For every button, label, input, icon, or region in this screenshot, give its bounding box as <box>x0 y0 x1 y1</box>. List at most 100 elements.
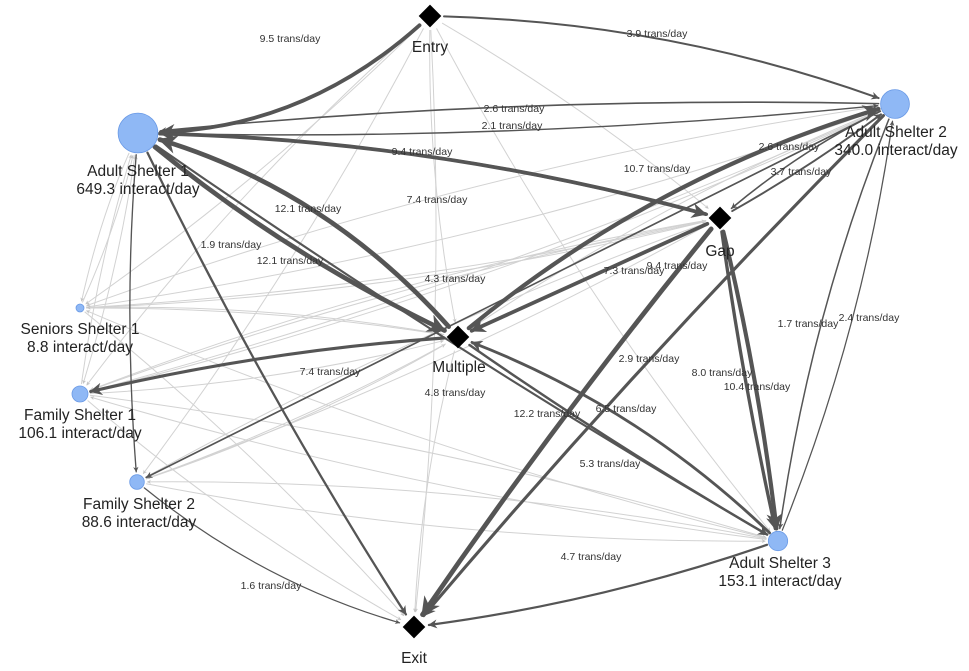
faint-transition-edge <box>436 28 771 532</box>
transition-edge <box>160 101 880 134</box>
multiple-name-label: Multiple <box>432 359 485 376</box>
transition-edge <box>420 226 714 617</box>
edge-rate-label: 4.7 trans/day <box>561 551 622 563</box>
transition-edge <box>469 221 710 333</box>
faint-transition-edge <box>90 396 767 540</box>
exit-diamond-node <box>402 615 426 639</box>
faint-transition-edge <box>429 29 457 323</box>
family2-name-label: Family Shelter 2 <box>83 496 195 513</box>
edge-rate-label: 1.7 trans/day <box>778 318 839 330</box>
transition-edge <box>731 113 882 213</box>
transition-edge <box>468 343 769 536</box>
faint-transition-edge <box>89 110 880 393</box>
family1-name-label: Family Shelter 1 <box>24 407 136 424</box>
edge-rate-label: 12.1 trans/day <box>257 255 324 267</box>
transition-edge <box>145 110 882 479</box>
transition-edge <box>146 151 408 616</box>
edge-rate-label: 12.2 trans/day <box>514 408 581 420</box>
faint-transition-edge <box>80 154 133 385</box>
edge-rate-label: 10.7 trans/day <box>624 163 691 175</box>
faint-transition-edge <box>85 307 444 337</box>
faint-transition-edge <box>146 479 767 540</box>
exit-name-label: Exit <box>401 650 428 667</box>
transition-edge <box>720 230 780 531</box>
faint-transition-edge <box>146 483 766 544</box>
adult2-shelter-node <box>880 89 910 119</box>
faint-transition-edge <box>412 350 455 613</box>
adult2-rate-label: 340.0 interact/day <box>834 142 957 159</box>
transition-edge <box>129 154 139 473</box>
faint-transition-edge <box>86 310 767 539</box>
edge-rate-label: 2.1 trans/day <box>482 120 543 132</box>
faint-transition-edge <box>86 105 879 307</box>
edge-rate-label: 1.9 trans/day <box>201 239 262 251</box>
edge-rate-label: 1.6 trans/day <box>241 580 302 592</box>
transition-edge <box>89 336 446 396</box>
adult3-rate-label: 153.1 interact/day <box>718 573 841 590</box>
edge-rate-label: 9.4 trans/day <box>647 260 708 272</box>
faint-transition-edge <box>89 219 707 391</box>
faint-transition-edge <box>89 339 444 394</box>
gap-diamond-node <box>708 206 732 230</box>
faint-transition-edge <box>441 22 709 209</box>
transition-edge <box>721 229 783 531</box>
edge-rate-label: 4.3 trans/day <box>425 273 486 285</box>
adult1-name-label: Adult Shelter 1 <box>87 163 189 180</box>
faint-transition-edge <box>85 25 421 305</box>
edge-rate-label: 7.3 trans/day <box>604 265 665 277</box>
transition-edge <box>427 543 769 629</box>
edges-layer <box>89 15 895 629</box>
family1-shelter-node <box>71 385 89 403</box>
transition-edge <box>158 23 422 140</box>
multiple-diamond-node <box>446 325 470 349</box>
faint-transition-edge <box>86 24 420 386</box>
faint-transition-edge <box>81 154 135 303</box>
family1-rate-label: 106.1 interact/day <box>18 425 141 442</box>
edge-rate-label: 2.9 trans/day <box>619 353 680 365</box>
edge-rate-label: 4.8 trans/day <box>425 387 486 399</box>
transition-edge <box>152 144 447 333</box>
transition-edge <box>777 118 890 530</box>
edge-rate-label: 6.5 trans/day <box>596 403 657 415</box>
transition-edge <box>470 340 772 535</box>
faint-transition-edge <box>86 305 445 335</box>
transition-edge <box>143 487 401 624</box>
transition-edge <box>781 120 895 531</box>
edge-rate-label: 5.3 trans/day <box>580 458 641 470</box>
faint-transition-edge <box>146 224 708 480</box>
transition-edge <box>422 114 885 618</box>
faint-transition-edge <box>89 219 706 392</box>
transition-edge <box>466 105 881 331</box>
transition-edge <box>157 135 452 329</box>
seniors1-name-label: Seniors Shelter 1 <box>21 321 140 338</box>
adult1-rate-label: 649.3 interact/day <box>76 181 199 198</box>
edge-rate-label: 9.4 trans/day <box>392 146 453 158</box>
edge-rate-label: 7.4 trans/day <box>407 194 468 206</box>
nodes-layer <box>71 4 910 639</box>
edge-rate-label: 9.5 trans/day <box>260 33 321 45</box>
seniors1-rate-label: 8.8 interact/day <box>27 339 133 356</box>
adult3-shelter-node <box>767 530 789 552</box>
seniors1-shelter-node <box>75 303 85 313</box>
entry-diamond-node <box>418 4 442 28</box>
adult3-name-label: Adult Shelter 3 <box>729 555 831 572</box>
transition-edge <box>159 127 709 216</box>
entry-name-label: Entry <box>412 39 448 56</box>
faint-transition-edge <box>89 394 767 539</box>
family2-shelter-node <box>129 474 145 490</box>
edge-rate-label: 12.1 trans/day <box>275 203 342 215</box>
gap-name-label: Gap <box>705 243 734 260</box>
edge-rate-label: 7.4 trans/day <box>300 366 361 378</box>
edge-rate-label: 8.0 trans/day <box>692 367 753 379</box>
transition-edge <box>159 103 879 136</box>
edge-rate-label: 3.9 trans/day <box>627 28 688 40</box>
faint-transition-edge <box>87 400 402 621</box>
adult2-name-label: Adult Shelter 2 <box>845 124 947 141</box>
faint-transition-edge <box>84 311 405 617</box>
faint-transition-edge <box>142 28 424 475</box>
edge-rate-label: 2.4 trans/day <box>839 312 900 324</box>
edge-rate-label: 10.4 trans/day <box>724 381 791 393</box>
faint-transition-edge <box>80 152 130 302</box>
family2-rate-label: 88.6 interact/day <box>82 514 197 531</box>
